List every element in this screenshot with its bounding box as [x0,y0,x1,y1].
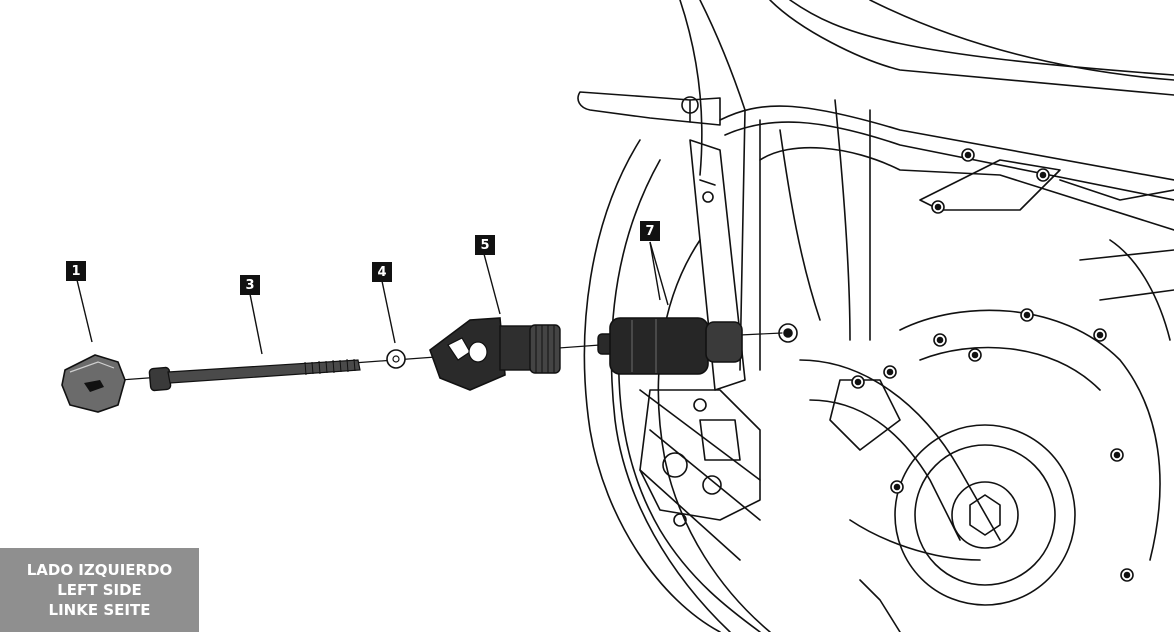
callout-1: 1 [66,261,86,281]
callout-leaders [76,241,669,355]
side-label-german: LINKE SEITE [48,601,151,619]
callout-4: 4 [372,262,392,282]
part-4-washer [386,349,406,369]
motorcycle-frame-lines [679,0,1174,371]
side-label-english: LEFT SIDE [57,581,142,599]
front-wheel-outline [583,139,771,633]
turn-indicator-outline [577,91,721,126]
frame-tubes-outline [799,359,1001,633]
part-5-adapter [429,317,561,391]
part-1-end-cap [61,354,126,413]
callout-7: 7 [640,221,660,241]
side-label-panel: LADO IZQUIERDO LEFT SIDE LINKE SEITE [0,548,199,632]
engine-bolts [778,148,1134,582]
side-label-spanish: LADO IZQUIERDO [26,561,173,579]
callout-3: 3 [240,275,260,295]
brake-caliper-outline [639,389,761,527]
part-3-bolt [148,358,361,392]
part-7-slider [597,317,743,375]
fork-leg-outline [689,139,746,391]
assembly-axis-line-end [739,332,783,336]
engine-cover-outline [894,239,1171,606]
callout-5: 5 [475,235,495,255]
